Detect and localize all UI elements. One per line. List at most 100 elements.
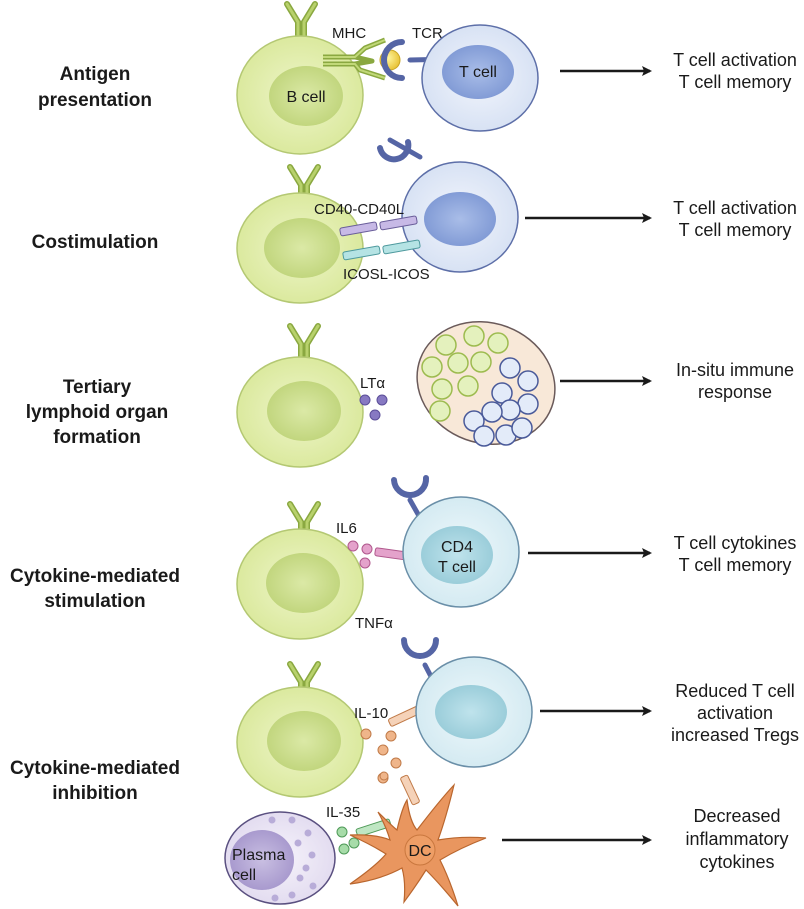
plasma-cell: Plasma cell bbox=[224, 811, 336, 905]
nucleus bbox=[404, 834, 436, 866]
outcome-line: increased Tregs bbox=[671, 725, 799, 745]
outcome-costimulation: T cell activation T cell memory bbox=[673, 198, 797, 240]
outcome-line: Decreased bbox=[693, 806, 780, 826]
t-cell-cluster-dot bbox=[517, 393, 539, 415]
b-cell bbox=[236, 664, 364, 798]
outcome-line: T cell memory bbox=[679, 72, 792, 92]
t-cell-cluster-dot bbox=[481, 401, 503, 423]
row-label-antigen-presentation: Antigen presentation bbox=[38, 64, 152, 111]
nucleus bbox=[442, 45, 514, 99]
outcome-line: T cell activation bbox=[673, 50, 797, 70]
b-cell-cluster-dot bbox=[421, 356, 443, 378]
cd4-t-cell: CD4 T cell bbox=[391, 475, 520, 608]
b-cell-cluster-dot bbox=[431, 378, 453, 400]
nucleus bbox=[424, 192, 496, 246]
b-cell bbox=[236, 326, 364, 468]
outcome-line: T cell memory bbox=[679, 555, 792, 575]
il6-cytokine-icon bbox=[347, 540, 411, 569]
row-label-cytokine-inhibition: Cytokine-mediated inhibition bbox=[10, 758, 180, 804]
t-cell bbox=[377, 137, 519, 273]
nucleus bbox=[267, 381, 341, 441]
outcome-dc-inhibition: Decreased inflammatory cytokines bbox=[685, 806, 788, 872]
lta-cytokine-icon bbox=[359, 394, 388, 421]
cd4-label: CD4 bbox=[441, 539, 473, 556]
b-cell-cluster-dot bbox=[435, 334, 457, 356]
cd40-cd40l-pair bbox=[339, 215, 418, 237]
cd40-label: CD40-CD40L bbox=[314, 201, 404, 218]
outcome-tertiary-lymphoid: In-situ immune response bbox=[676, 360, 794, 402]
b-cell-cluster-dot bbox=[487, 332, 509, 354]
outcome-antigen-presentation: T cell activation T cell memory bbox=[673, 50, 797, 92]
label-line: Costimulation bbox=[32, 232, 159, 253]
nucleus bbox=[269, 66, 343, 126]
t-cell-cluster-dot bbox=[517, 370, 539, 392]
nucleus bbox=[267, 711, 341, 771]
granule-dot bbox=[271, 894, 279, 902]
granule-dot bbox=[304, 829, 312, 837]
granule-dot bbox=[268, 816, 276, 824]
b-cell bbox=[236, 167, 364, 304]
granule-dot bbox=[309, 882, 317, 890]
b-cell-label: B cell bbox=[286, 89, 325, 106]
b-cell-cluster-dot bbox=[470, 351, 492, 373]
il10-label: IL-10 bbox=[354, 705, 388, 722]
granule-dot bbox=[294, 839, 302, 847]
label-line: Antigen bbox=[60, 64, 131, 85]
label-line: lymphoid organ bbox=[26, 402, 169, 423]
mhc-label: MHC bbox=[332, 25, 366, 42]
t-cell-cluster-dot bbox=[499, 399, 521, 421]
outcome-line: Reduced T cell bbox=[675, 681, 794, 701]
nucleus bbox=[230, 830, 294, 890]
tnfa-label: TNFα bbox=[355, 615, 393, 632]
granule-dot bbox=[288, 816, 296, 824]
t-cell-cluster-dot bbox=[463, 410, 485, 432]
nucleus bbox=[435, 685, 507, 739]
t-cell-label: T cell bbox=[459, 64, 497, 81]
label-line: formation bbox=[53, 427, 141, 448]
outcome-cytokine-inhibition: Reduced T cell activation increased Treg… bbox=[671, 681, 799, 745]
granule-dot bbox=[302, 864, 310, 872]
label-line: stimulation bbox=[44, 591, 145, 612]
dendritic-cell: DC bbox=[349, 782, 487, 907]
t-cell-cluster-dot bbox=[511, 417, 533, 439]
outcome-line: T cell cytokines bbox=[674, 533, 797, 553]
outcome-line: response bbox=[698, 382, 772, 402]
row-label-costimulation: Costimulation bbox=[32, 232, 159, 253]
outcome-cytokine-stimulation: T cell cytokines T cell memory bbox=[674, 533, 797, 575]
il6-label: IL6 bbox=[336, 520, 357, 537]
b-cell-cluster-dot bbox=[447, 352, 469, 374]
lymphoid-organ bbox=[416, 320, 556, 447]
b-cell-cluster-dot bbox=[463, 325, 485, 347]
outcome-line: cytokines bbox=[699, 852, 774, 872]
t-cell bbox=[401, 637, 533, 768]
il35-label: IL-35 bbox=[326, 804, 360, 821]
cd4-label: T cell bbox=[438, 559, 476, 576]
outcome-line: T cell activation bbox=[673, 198, 797, 218]
label-line: Tertiary bbox=[63, 377, 132, 398]
label-line: Cytokine-mediated bbox=[10, 758, 180, 779]
outcome-line: In-situ immune bbox=[676, 360, 794, 380]
plasma-label: Plasma bbox=[232, 847, 285, 864]
label-line: Cytokine-mediated bbox=[10, 566, 180, 587]
mhc-molecule bbox=[323, 37, 386, 81]
b-cell-cluster-dot bbox=[457, 375, 479, 397]
granule-dot bbox=[288, 891, 296, 899]
row-label-tertiary-lymphoid: Tertiary lymphoid organ formation bbox=[26, 377, 169, 448]
dc-label: DC bbox=[408, 843, 431, 860]
nucleus bbox=[264, 218, 340, 278]
granule-dot bbox=[308, 851, 316, 859]
tcr-label: TCR bbox=[412, 25, 443, 42]
lta-label: LTα bbox=[360, 375, 385, 392]
granule-dot bbox=[296, 874, 304, 882]
outcome-line: activation bbox=[697, 703, 773, 723]
label-line: inhibition bbox=[52, 783, 137, 804]
t-cell-cluster-dot bbox=[499, 357, 521, 379]
il35-cytokine-icon bbox=[336, 818, 392, 855]
outcome-line: inflammatory bbox=[685, 829, 788, 849]
nucleus bbox=[266, 553, 340, 613]
t-cell-cluster-dot bbox=[473, 425, 495, 447]
plasma-label: cell bbox=[232, 867, 256, 884]
icos-label: ICOSL-ICOS bbox=[343, 266, 430, 283]
row-label-cytokine-stimulation: Cytokine-mediated stimulation bbox=[10, 566, 180, 612]
